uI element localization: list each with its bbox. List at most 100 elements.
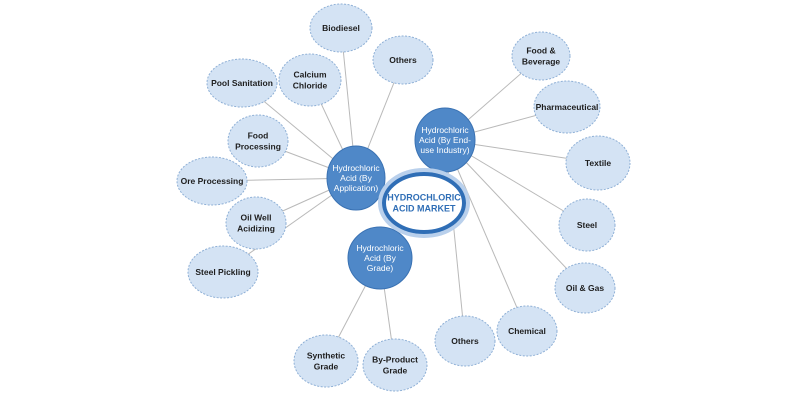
- leaf-bubble: [227, 114, 289, 168]
- label-line: Oil & Gas: [566, 283, 605, 293]
- leaf-label: Oil & Gas: [566, 283, 605, 293]
- label-line: Grade: [383, 366, 408, 376]
- connector-chemical: [444, 139, 528, 332]
- label-line: Beverage: [522, 57, 561, 67]
- leaf-node-food-beverage: Food &Beverage: [511, 31, 571, 81]
- label-line: Hydrochloric: [356, 243, 404, 253]
- leaf-node-oil-gas: Oil & Gas: [554, 262, 616, 314]
- leaf-bubble: [554, 262, 616, 314]
- label-line: Acid (By: [340, 173, 372, 183]
- label-line: Steel: [577, 220, 597, 230]
- hub-bubble: [326, 145, 386, 211]
- leaf-label: Pharmaceutical: [536, 102, 599, 112]
- leaf-label: Others: [451, 336, 479, 346]
- label-line: Acid (By: [364, 253, 396, 263]
- label-line: Others: [389, 55, 417, 65]
- leaf-bubble: [496, 305, 558, 357]
- leaf-node-chemical: Chemical: [496, 305, 558, 357]
- leaf-node-textile: Textile: [565, 135, 631, 191]
- label-line: Grade): [367, 263, 394, 273]
- label-line: Textile: [585, 158, 612, 168]
- label-line: Oil Well: [240, 213, 271, 223]
- label-line: Acidizing: [237, 224, 275, 234]
- connector-oil-gas: [444, 139, 586, 289]
- leaf-label: Food &Beverage: [522, 46, 561, 67]
- label-line: Ore Processing: [181, 176, 244, 186]
- leaf-node-pharmaceutical: Pharmaceutical: [533, 80, 601, 134]
- leaf-bubble: [372, 35, 434, 85]
- label-line: Hydrochloric: [421, 125, 469, 135]
- label-line: Hydrochloric: [332, 163, 380, 173]
- leaf-bubble: [565, 135, 631, 191]
- leaf-bubble: [309, 3, 373, 53]
- label-line: HYDROCHLORIC: [387, 193, 461, 203]
- label-line: Acid (By End-: [419, 135, 471, 145]
- label-line: Chloride: [293, 81, 328, 91]
- label-line: Calcium: [293, 70, 327, 80]
- label-line: Food: [248, 131, 269, 141]
- leaf-bubble: [434, 315, 496, 367]
- leaf-bubble: [225, 196, 287, 250]
- leaf-label: Pool Sanitation: [211, 78, 273, 88]
- leaf-label: Others: [389, 55, 417, 65]
- leaf-bubble: [187, 245, 259, 299]
- label-line: Pool Sanitation: [211, 78, 273, 88]
- leaf-node-others: Others: [372, 35, 434, 85]
- leaf-bubble: [558, 198, 616, 252]
- leaf-label: Ore Processing: [181, 176, 244, 186]
- leaf-bubble: [362, 338, 428, 392]
- label-line: ACID MARKET: [393, 204, 456, 214]
- leaf-bubble: [533, 80, 601, 134]
- leaf-node-steel: Steel: [558, 198, 616, 252]
- label-line: Pharmaceutical: [536, 102, 599, 112]
- leaf-bubble: [511, 31, 571, 81]
- label-line: Biodiesel: [322, 23, 360, 33]
- label-line: Synthetic: [307, 351, 346, 361]
- leaf-label: Textile: [585, 158, 612, 168]
- leaf-label: Steel: [577, 220, 597, 230]
- leaf-node-biodiesel: Biodiesel: [309, 3, 373, 53]
- label-line: Chemical: [508, 326, 546, 336]
- label-line: use Industry): [420, 145, 469, 155]
- leaf-node-others: Others: [434, 315, 496, 367]
- leaf-label: Biodiesel: [322, 23, 360, 33]
- label-line: Grade: [314, 362, 339, 372]
- leaf-bubble: [293, 334, 359, 388]
- leaf-node-pool-sanitation: Pool Sanitation: [206, 58, 278, 108]
- label-line: Steel Pickling: [195, 267, 250, 277]
- leaf-node-ore-processing: Ore Processing: [176, 156, 248, 206]
- label-line: Others: [451, 336, 479, 346]
- hub-bubble: [347, 226, 413, 290]
- leaf-bubble: [206, 58, 278, 108]
- leaf-label: Steel Pickling: [195, 267, 250, 277]
- leaf-bubble: [176, 156, 248, 206]
- leaf-bubble: [278, 53, 342, 107]
- leaf-node-steel-pickling: Steel Pickling: [187, 245, 259, 299]
- label-line: Processing: [235, 142, 281, 152]
- label-line: By-Product: [372, 355, 418, 365]
- label-line: Food &: [526, 46, 555, 56]
- label-line: Application): [334, 183, 379, 193]
- leaf-label: Chemical: [508, 326, 546, 336]
